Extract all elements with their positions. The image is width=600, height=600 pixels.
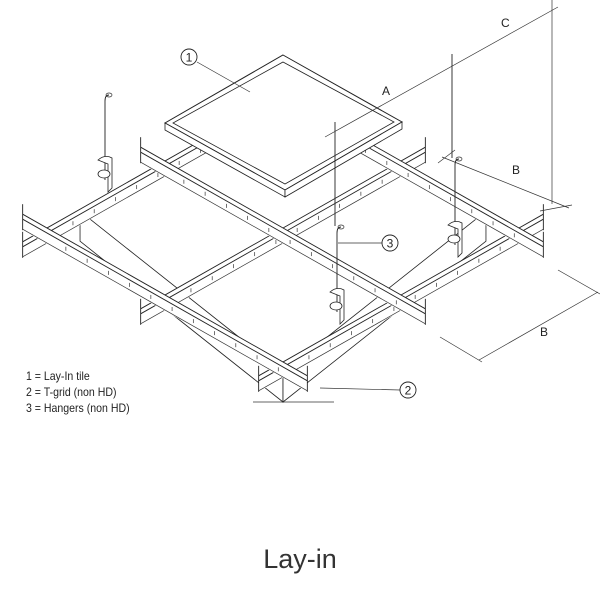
hanger-clip-loop (97, 169, 111, 179)
hanger-clip-loop (447, 234, 461, 244)
t-bar-flange-edge (140, 146, 426, 310)
hanger-clip (329, 288, 345, 325)
t-bar-flange-edge (22, 218, 308, 382)
callout-tgrid: 2 (319, 381, 417, 399)
dimension-lines (253, 0, 600, 403)
hanger-wire (336, 226, 342, 312)
caption: Lay-in (263, 544, 337, 574)
hangers (97, 54, 463, 325)
legend: 1 = Lay-In tile 2 = T-grid (non HD) 3 = … (26, 368, 130, 416)
hanger-clip (447, 221, 463, 258)
callout-tile: 1 (180, 48, 251, 93)
legend-item-hangers: 3 = Hangers (non HD) (26, 401, 130, 415)
hanger-left (97, 92, 113, 193)
dimension-label-c: C (501, 16, 510, 30)
dimension-label-a: A (382, 84, 390, 98)
dimension-label-b-upper: B (512, 163, 520, 177)
hanger-clip (97, 156, 113, 193)
legend-item-tile: 1 = Lay-In tile (26, 369, 90, 383)
lay-in-tile (163, 54, 404, 198)
hanger-wire (454, 158, 460, 245)
callout-tgrid-number: 2 (405, 384, 412, 398)
hanger-eye (455, 156, 463, 162)
callout-hanger-number: 3 (387, 237, 394, 251)
hanger-right (447, 156, 463, 258)
hanger-eye (105, 92, 113, 98)
t-bar-main (22, 204, 308, 392)
callout-tile-number: 1 (186, 51, 193, 65)
hanger-center (329, 224, 345, 325)
hanger-eye (337, 224, 345, 230)
t-bar-bulb (22, 228, 308, 392)
callout-hanger: 3 (338, 234, 399, 252)
t-bar-bulb (140, 161, 426, 325)
dimension-label-b-lower: B (540, 325, 548, 339)
t-bar-main (140, 137, 426, 325)
t-bar-flange-edge (140, 151, 426, 315)
t-bar-flange-edge (22, 213, 308, 377)
t-bar-body (140, 147, 426, 325)
hanger-clip-loop (329, 301, 343, 311)
t-bar-body (22, 214, 308, 392)
legend-item-tgrid: 2 = T-grid (non HD) (26, 385, 117, 399)
hanger-wire (104, 94, 110, 180)
